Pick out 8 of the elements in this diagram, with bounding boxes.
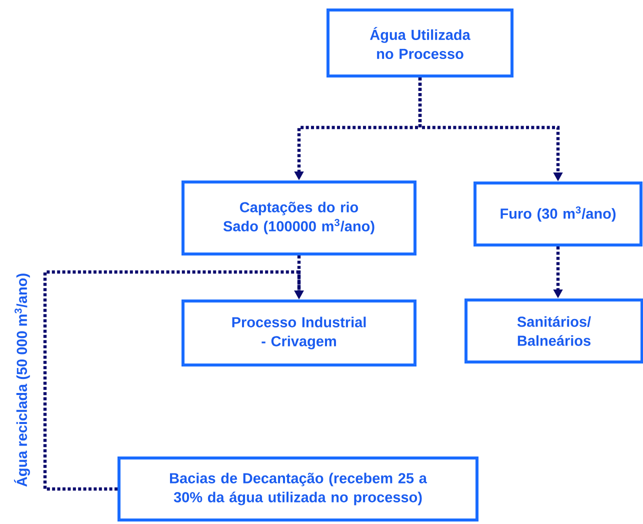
process-box: Bacias de Decantação (recebem 25 a 30% da água utilizada no processo) [118, 456, 478, 522]
process-box: Furo (30 m$^{3}$/ano) [474, 182, 642, 246]
process-box: Sanitários/ Balneários [464, 298, 643, 364]
process-box: Processo Industrial - Crivagem [182, 300, 416, 366]
process-box: Captações do rio Sado (100000 m$^{3}$/ano) [182, 180, 416, 256]
arrow [43, 270, 304, 491]
process-box: Água Utilizada no Processo [326, 8, 514, 78]
edge-label: Água reciclada (50 000 m$^{3}$/ano) [14, 274, 30, 487]
